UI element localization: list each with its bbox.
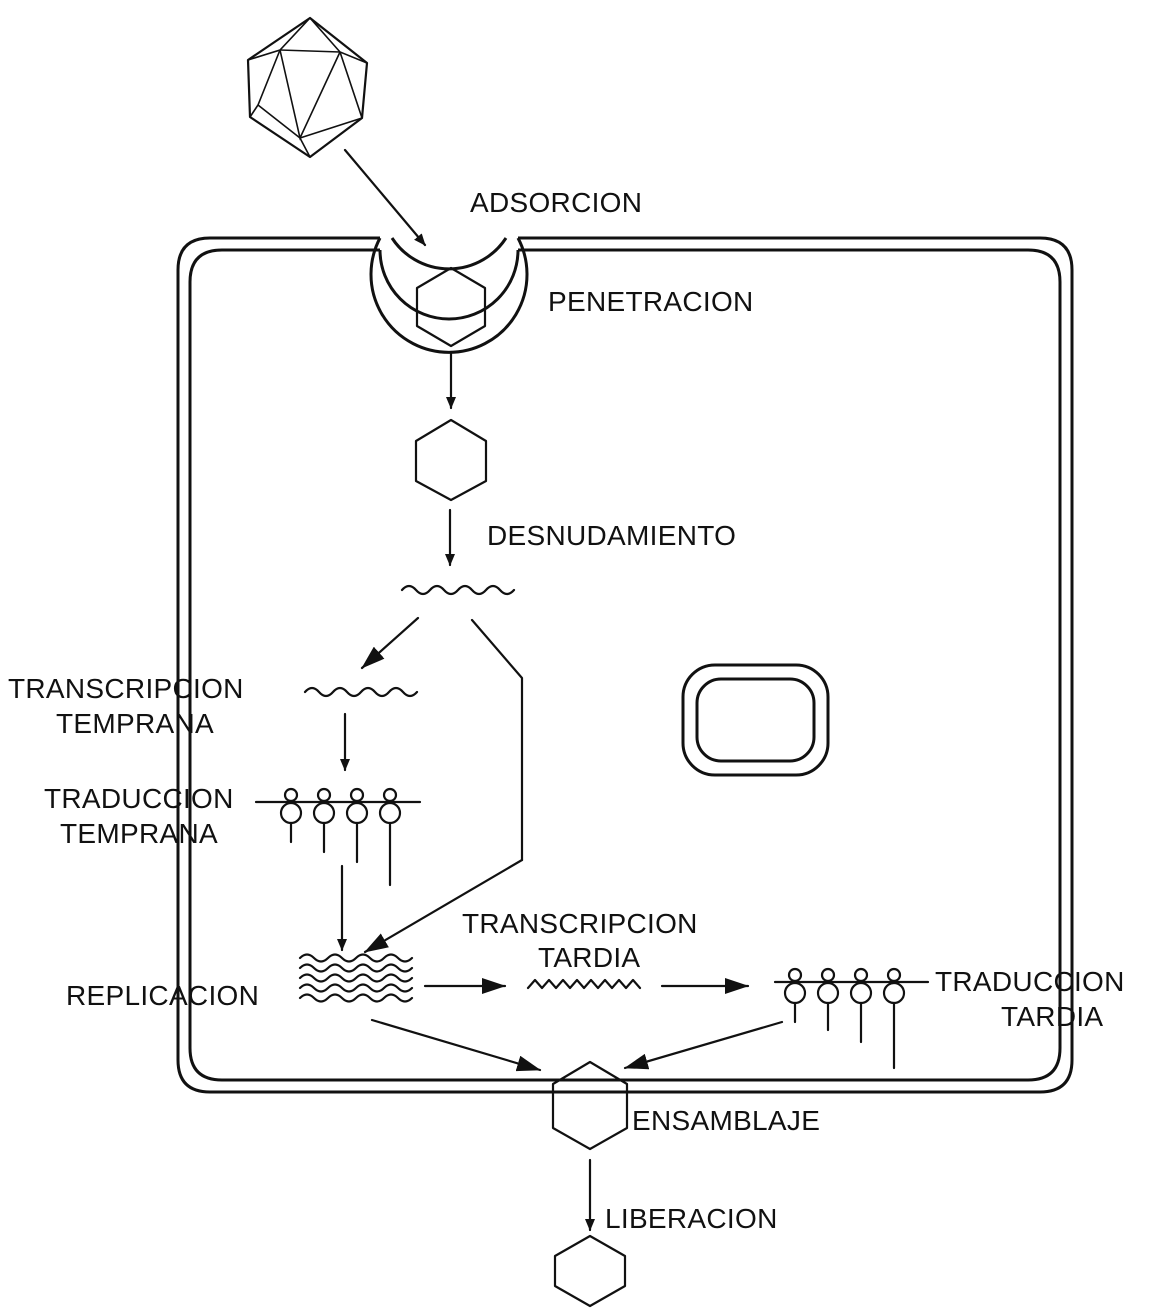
nucleic-acid-wave-icon [528,980,640,988]
hexagon-capsid-icon [553,1062,627,1149]
label-transcripcion-tardia: TRANSCRIPCION [462,908,698,939]
label-replicacion: REPLICACION [66,980,259,1011]
hexagon-capsid-icon [417,268,485,346]
arrow-icon [372,1020,540,1070]
ribosome-icon [775,969,928,1068]
label-traduccion-tardia-2: TARDIA [1001,1001,1103,1032]
nucleic-acid-wave-icon [402,586,514,594]
nucleus [683,665,828,775]
arrow-icon [625,1022,782,1068]
label-traduccion-tardia: TRADUCCION [935,966,1125,997]
label-penetracion: PENETRACION [548,286,754,317]
label-ensamblaje: ENSAMBLAJE [632,1105,820,1136]
label-transcripcion-temprana-2: TEMPRANA [56,708,214,739]
hexagon-capsid-icon [416,420,486,500]
ribosome-icon [256,789,420,885]
label-transcripcion-temprana: TRANSCRIPCION [8,673,244,704]
label-traduccion-temprana-2: TEMPRANA [60,818,218,849]
label-traduccion-temprana: TRADUCCION [44,783,234,814]
nucleic-acid-wave-icon [300,955,412,1002]
label-liberacion: LIBERACION [605,1203,778,1234]
arrow-icon [362,618,418,668]
arrow-icon [345,150,425,245]
hexagon-capsid-icon [555,1236,625,1306]
label-transcripcion-tardia-2: TARDIA [538,942,640,973]
label-desnudamiento: DESNUDAMIENTO [487,520,736,551]
icosahedral-virus-icon [248,18,367,157]
arrow-icon [472,620,522,860]
nucleic-acid-wave-icon [305,688,417,696]
label-adsorcion: ADSORCION [470,187,642,218]
